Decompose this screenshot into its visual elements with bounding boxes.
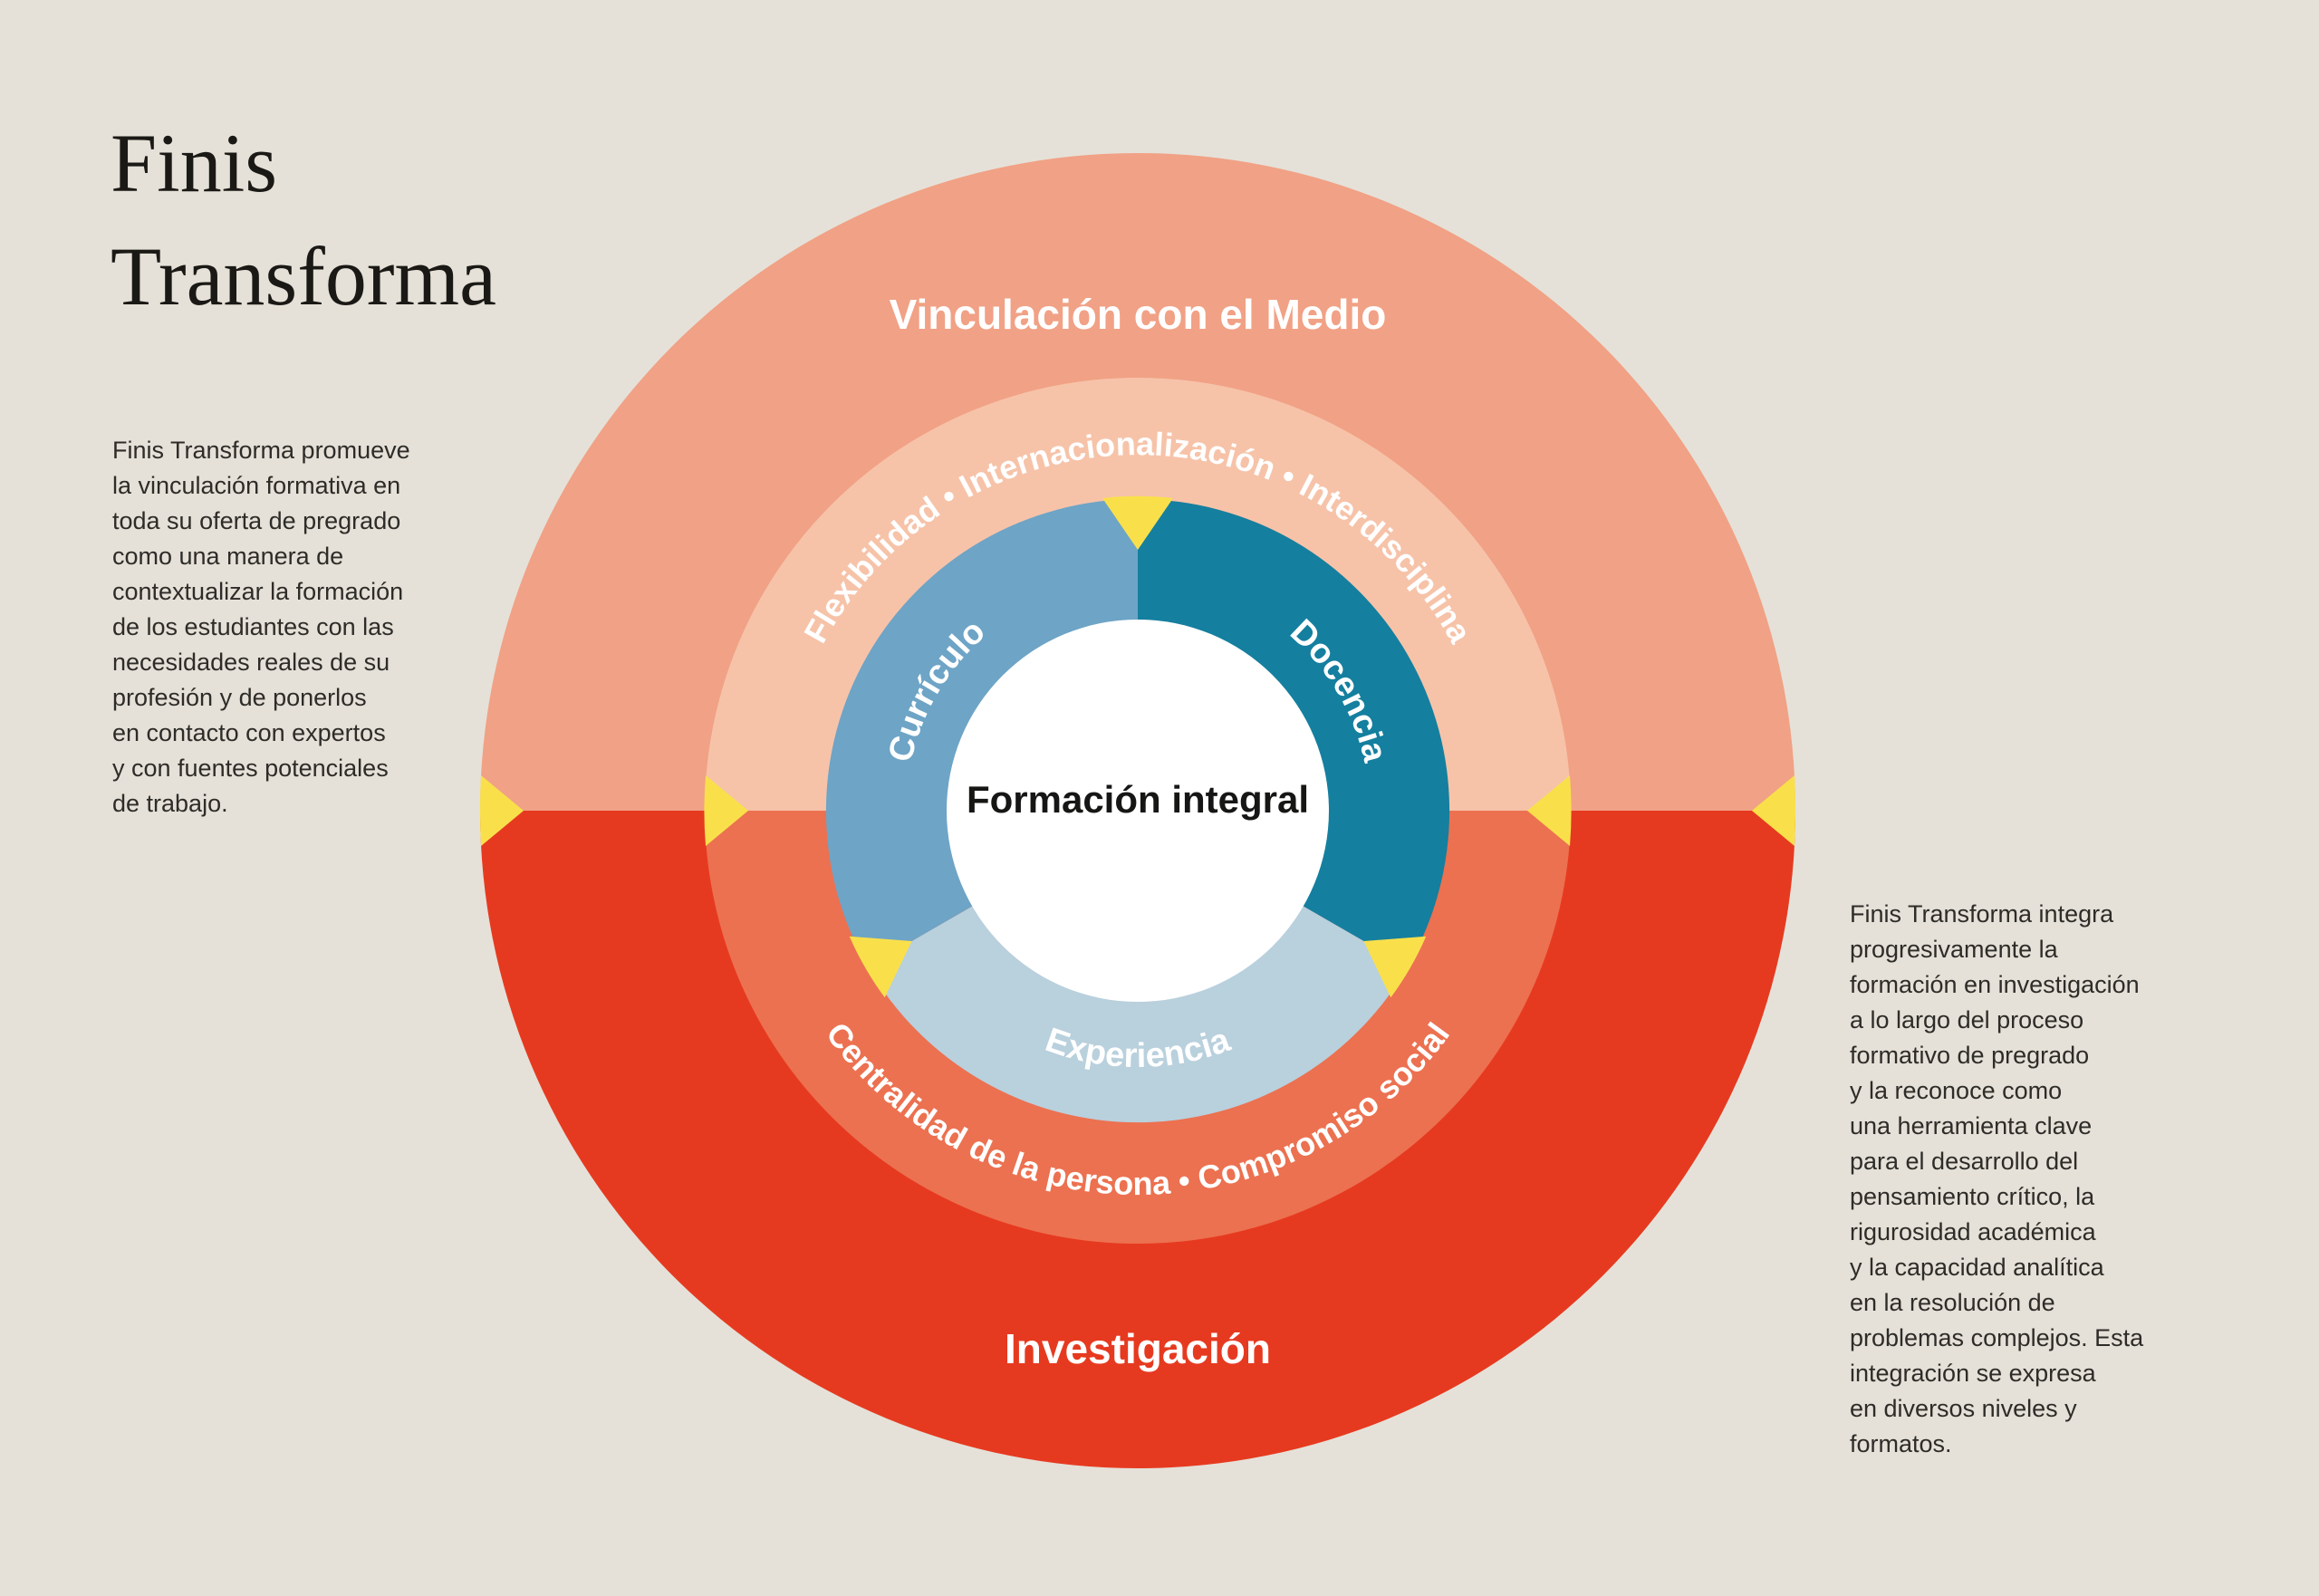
outer-ring-bottom-label: Investigación bbox=[1005, 1325, 1271, 1372]
arrow-inner-lower-right-icon bbox=[1363, 936, 1427, 998]
arrow-markers bbox=[479, 495, 1796, 998]
center-circle bbox=[947, 620, 1329, 1002]
arrow-inner-lower-left-icon bbox=[849, 936, 912, 998]
arrow-middle-left-icon bbox=[704, 775, 748, 846]
arrow-inner-top-icon bbox=[1102, 495, 1173, 550]
intro-paragraph-right: Finis Transforma integra progresivamente… bbox=[1850, 900, 2144, 1457]
outer-ring-top-label: Vinculación con el Medio bbox=[890, 291, 1387, 338]
arrow-outer-right-icon bbox=[1752, 775, 1796, 846]
page-title: Finis Transforma bbox=[111, 117, 496, 322]
arrow-outer-left-icon bbox=[479, 775, 524, 846]
intro-paragraph-left: Finis Transforma promueve la vinculación… bbox=[112, 437, 410, 817]
center-circle-label: Formación integral bbox=[967, 778, 1309, 821]
arrow-middle-right-icon bbox=[1527, 775, 1572, 846]
